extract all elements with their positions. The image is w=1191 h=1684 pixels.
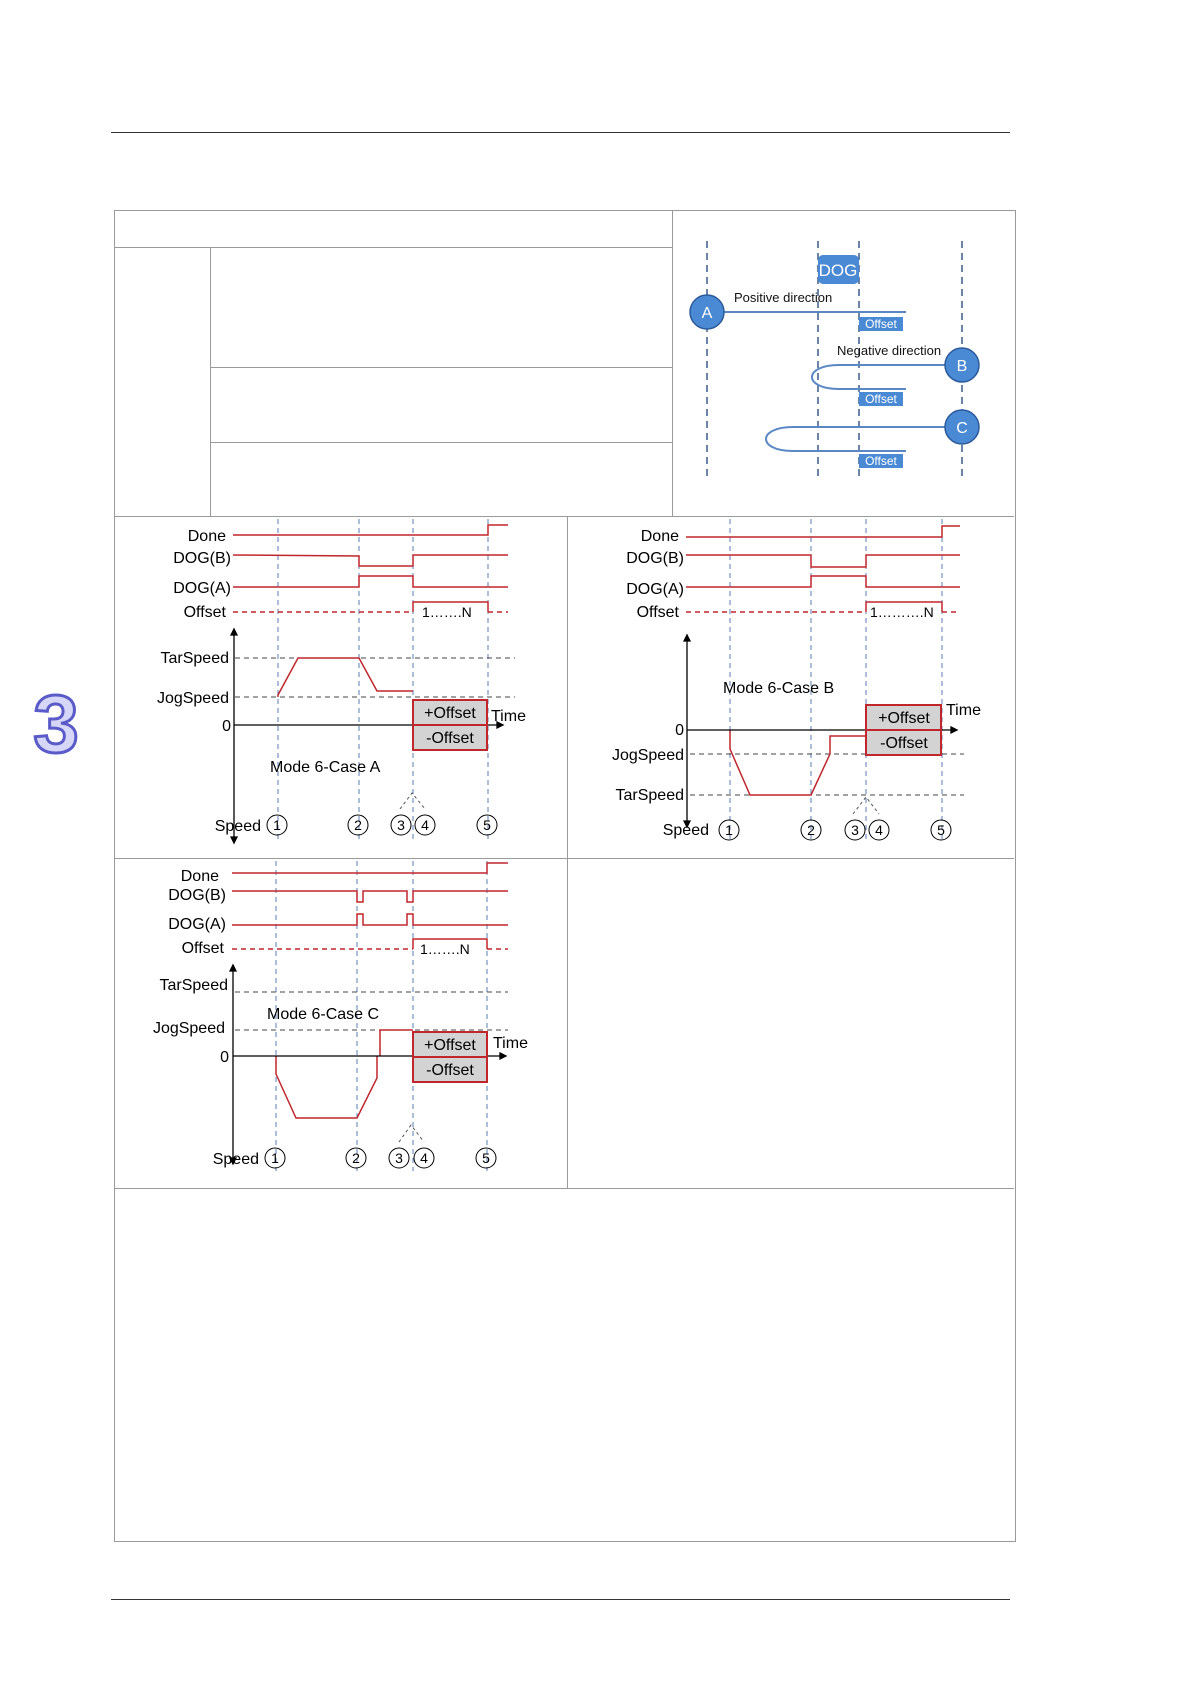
table-line [114,516,1014,517]
dog-label: DOG [819,261,858,280]
marker-1: 1 [273,817,281,833]
header-rule [111,132,1010,133]
plus-offset-label: +Offset [424,1037,476,1054]
zero-label: 0 [220,1049,229,1066]
marker-2: 2 [807,822,815,838]
offset-box-a [859,317,903,331]
offset-signal-label: Offset [637,604,680,621]
minus-offset-label: -Offset [880,735,928,752]
dog-block: DOG [818,255,859,284]
table-line [672,210,673,516]
svg-text:A: A [702,305,713,322]
dog-a-label: DOG(A) [173,580,231,597]
path-c [765,426,945,452]
point-c [944,409,980,445]
time-label: Time [493,1035,528,1052]
marker-3: 3 [851,822,859,838]
footer-rule [111,1599,1010,1600]
speed-label: Speed [215,818,261,835]
svg-text:Offset: Offset [865,392,897,406]
svg-text:Offset: Offset [865,454,897,468]
zero-label: 0 [675,722,684,739]
offset-range: 1……….N [870,604,934,620]
done-label: Done [181,868,219,885]
marker-1: 1 [725,822,733,838]
point-b [944,347,980,383]
tarspeed-label: TarSpeed [616,787,685,804]
offset-box-c [859,454,903,468]
marker-5: 5 [483,817,491,833]
svg-text:Offset: Offset [865,317,897,331]
marker-4: 4 [420,1150,428,1166]
time-label: Time [946,702,981,719]
case-b-title: Mode 6-Case B [723,680,834,697]
offset-box-group: +Offset -Offset [865,704,942,756]
plus-offset-label: +Offset [424,705,476,722]
offset-signal-label: Offset [184,604,227,621]
timing-diagram-case-a: +Offset -Offset Done DOG(B) DOG(A) Offse… [157,519,526,845]
marker-5: 5 [482,1150,490,1166]
case-c-title: Mode 6-Case C [267,1006,379,1023]
jogspeed-label: JogSpeed [612,747,684,764]
table-outer-border [114,210,1016,1542]
jogspeed-label: JogSpeed [153,1020,225,1037]
done-label: Done [188,528,226,545]
marker-3: 3 [395,1150,403,1166]
minus-offset-label: -Offset [426,1062,474,1079]
table-line [210,247,211,516]
done-label: Done [641,528,679,545]
table-line [567,516,568,1188]
dog-b-label: DOG(B) [168,887,226,904]
minus-offset-label: -Offset [426,730,474,747]
marker-3: 3 [397,817,405,833]
svg-text:C: C [956,420,968,437]
svg-text:B: B [957,358,968,375]
jogspeed-label: JogSpeed [157,690,229,707]
marker-5: 5 [937,822,945,838]
offset-range: 1…….N [422,604,472,620]
marker-4: 4 [421,817,429,833]
timing-diagram-case-b: +Offset -Offset Done DOG(B) DOG(A) Offse… [612,519,981,843]
dog-b-label: DOG(B) [173,550,231,567]
marker-1: 1 [271,1150,279,1166]
offset-range: 1…….N [420,941,470,957]
timing-diagram-case-c: +Offset -Offset Done DOG(B) DOG(A) Offse… [153,861,528,1171]
marker-2: 2 [354,817,362,833]
speed-label: Speed [663,822,709,839]
chapter-tab-marker: 3 [32,680,81,770]
table-line [114,858,1014,859]
positive-direction-label: Positive direction [734,290,832,305]
speed-label: Speed [213,1151,259,1168]
offset-box-group: +Offset -Offset [412,699,488,751]
dog-a-label: DOG(A) [168,916,226,933]
table-line [114,1188,1014,1189]
dog-b-label: DOG(B) [626,550,684,567]
point-a [689,294,725,330]
offset-box-group: +Offset -Offset [412,1031,488,1083]
time-label: Time [491,708,526,725]
table-line [210,442,672,443]
dog-direction-diagram: DOG Positive direction A Offset Negative… [689,241,980,481]
path-b [811,364,945,390]
offset-signal-label: Offset [182,940,225,957]
table-line [114,247,672,248]
marker-2: 2 [352,1150,360,1166]
dog-a-label: DOG(A) [626,581,684,598]
chapter-number: 3 [33,680,79,770]
table-line [210,367,672,368]
zero-label: 0 [222,718,231,735]
case-a-title: Mode 6-Case A [270,759,381,776]
plus-offset-label: +Offset [878,710,930,727]
tarspeed-label: TarSpeed [160,977,229,994]
tarspeed-label: TarSpeed [161,650,230,667]
negative-direction-label: Negative direction [837,343,941,358]
offset-box-b [859,392,903,406]
marker-4: 4 [875,822,883,838]
